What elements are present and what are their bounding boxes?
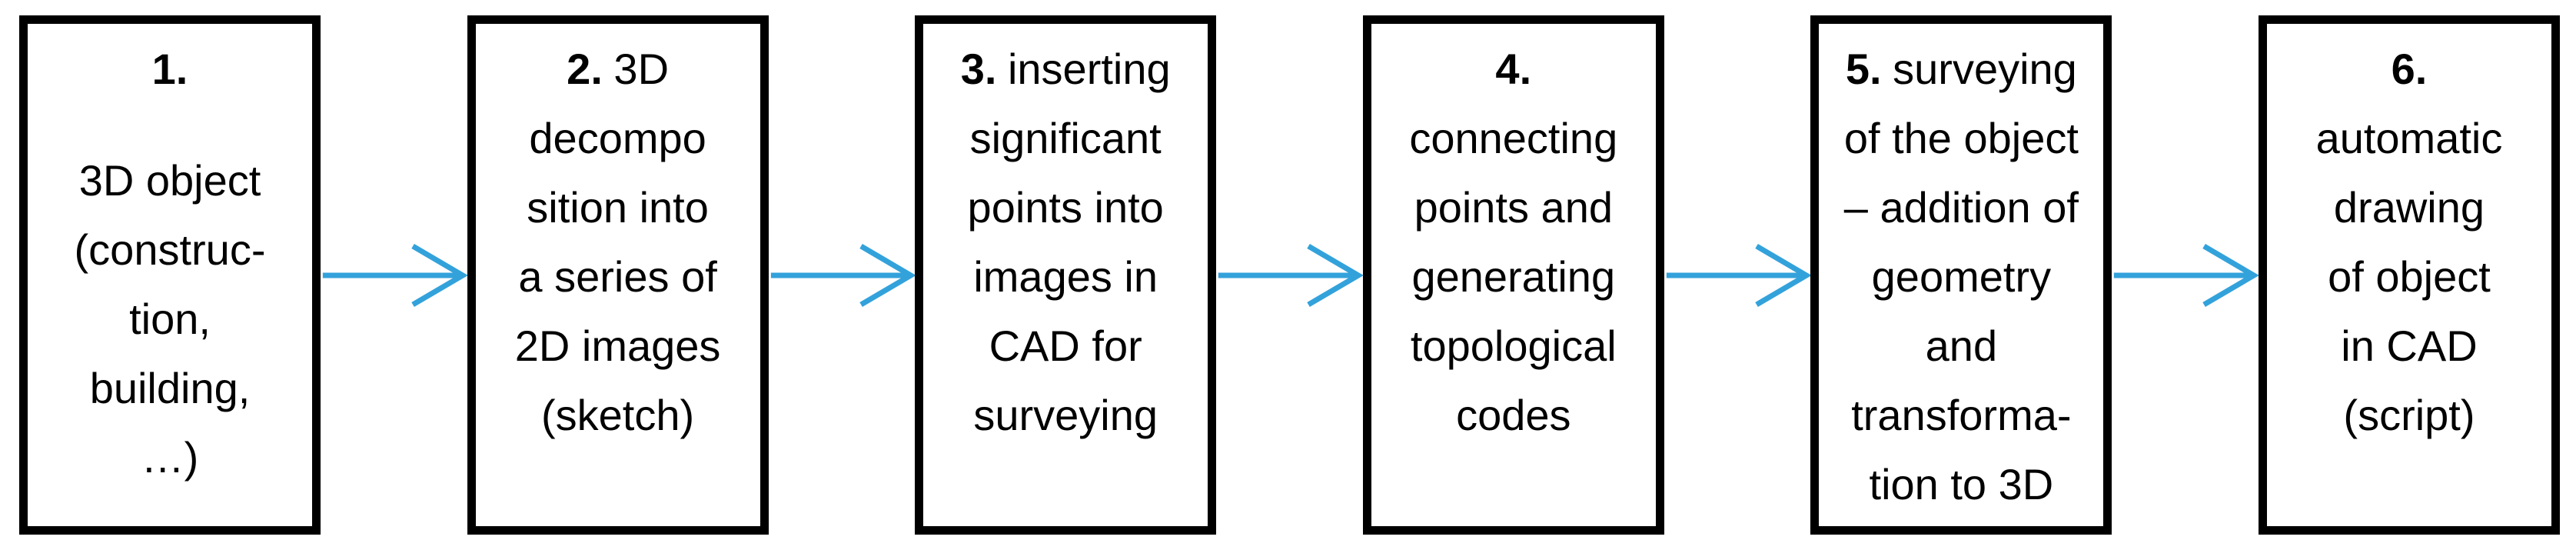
step-number: 4. [1495,45,1532,93]
blank-line [28,104,312,146]
text-line: CAD for [989,322,1142,370]
flow-arrow-1 [321,15,467,535]
text-line: connecting [1409,114,1618,162]
step-number-line: 2.3D [476,35,760,104]
text-line: 2D images [514,322,721,370]
text-line: of object [2328,252,2491,301]
text-line: tion, [129,295,211,343]
text-line-rest: 3D [613,45,670,93]
text-line: tion to 3D [1869,460,2054,508]
right-arrow-icon [769,229,916,322]
step-number: 5. [1845,45,1882,93]
text-line: generating [1411,252,1616,301]
arrow-head [1757,246,1807,305]
text-line: images in [973,252,1158,301]
text-line: geometry [1871,252,2052,301]
text-line-rest: surveying [1893,45,2077,93]
step-number: 3. [960,45,997,93]
right-arrow-icon [1216,229,1363,322]
text-line: and [1925,322,1998,370]
text-line: significant [969,114,1162,162]
step-4-box: 4. connecting points and generating topo… [1362,15,1664,535]
text-line: (construc- [74,225,266,274]
right-arrow-icon [321,229,467,322]
step-number: 2. [567,45,603,93]
text-line: points into [967,183,1164,232]
step-3-box: 3.inserting significant points into imag… [915,15,1217,535]
text-line: drawing [2333,183,2485,232]
text-line: surveying [973,391,1158,439]
flow-arrow-3 [1216,15,1363,535]
step-5-box: 5.surveying of the object – addition of … [1810,15,2112,535]
arrow-head [2204,246,2254,305]
text-line: building, [89,364,251,412]
text-line: of the object [1843,114,2079,162]
step-2-box: 2.3D decompo sition into a series of 2D … [467,15,769,535]
step-number-line: 1. [28,35,312,104]
right-arrow-icon [2112,229,2259,322]
text-line: 3D object [78,156,261,205]
text-line: transforma- [1851,391,2072,439]
text-line: a series of [518,252,717,301]
text-line: (sketch) [541,391,695,439]
arrow-head [861,246,911,305]
text-line: topological [1410,322,1617,370]
text-line: (script) [2343,391,2475,439]
text-line: – addition of [1843,183,2079,232]
right-arrow-icon [1664,229,1811,322]
step-number-line: 6. [2267,35,2551,104]
step-number: 6. [2391,45,2428,93]
text-line: codes [1456,391,1571,439]
text-line: decompo [529,114,706,162]
text-line: …) [141,433,199,482]
step-1-box: 1. 3D object (construc- tion, building, … [19,15,321,535]
step-number: 1. [151,45,188,93]
text-line: automatic [2315,114,2503,162]
step-number-line: 3.inserting [923,35,1208,104]
flow-arrow-4 [1664,15,1811,535]
text-line: points and [1414,183,1613,232]
flow-arrow-5 [2112,15,2259,535]
step-number-line: 4. [1371,35,1656,104]
text-line: sition into [527,183,709,232]
flow-arrow-2 [769,15,916,535]
text-line: in CAD [2341,322,2478,370]
text-line-rest: inserting [1007,45,1171,93]
arrow-head [1308,246,1358,305]
step-6-box: 6. automatic drawing of object in CAD (s… [2258,15,2560,535]
step-number-line: 5.surveying [1819,35,2103,104]
arrow-head [413,246,463,305]
